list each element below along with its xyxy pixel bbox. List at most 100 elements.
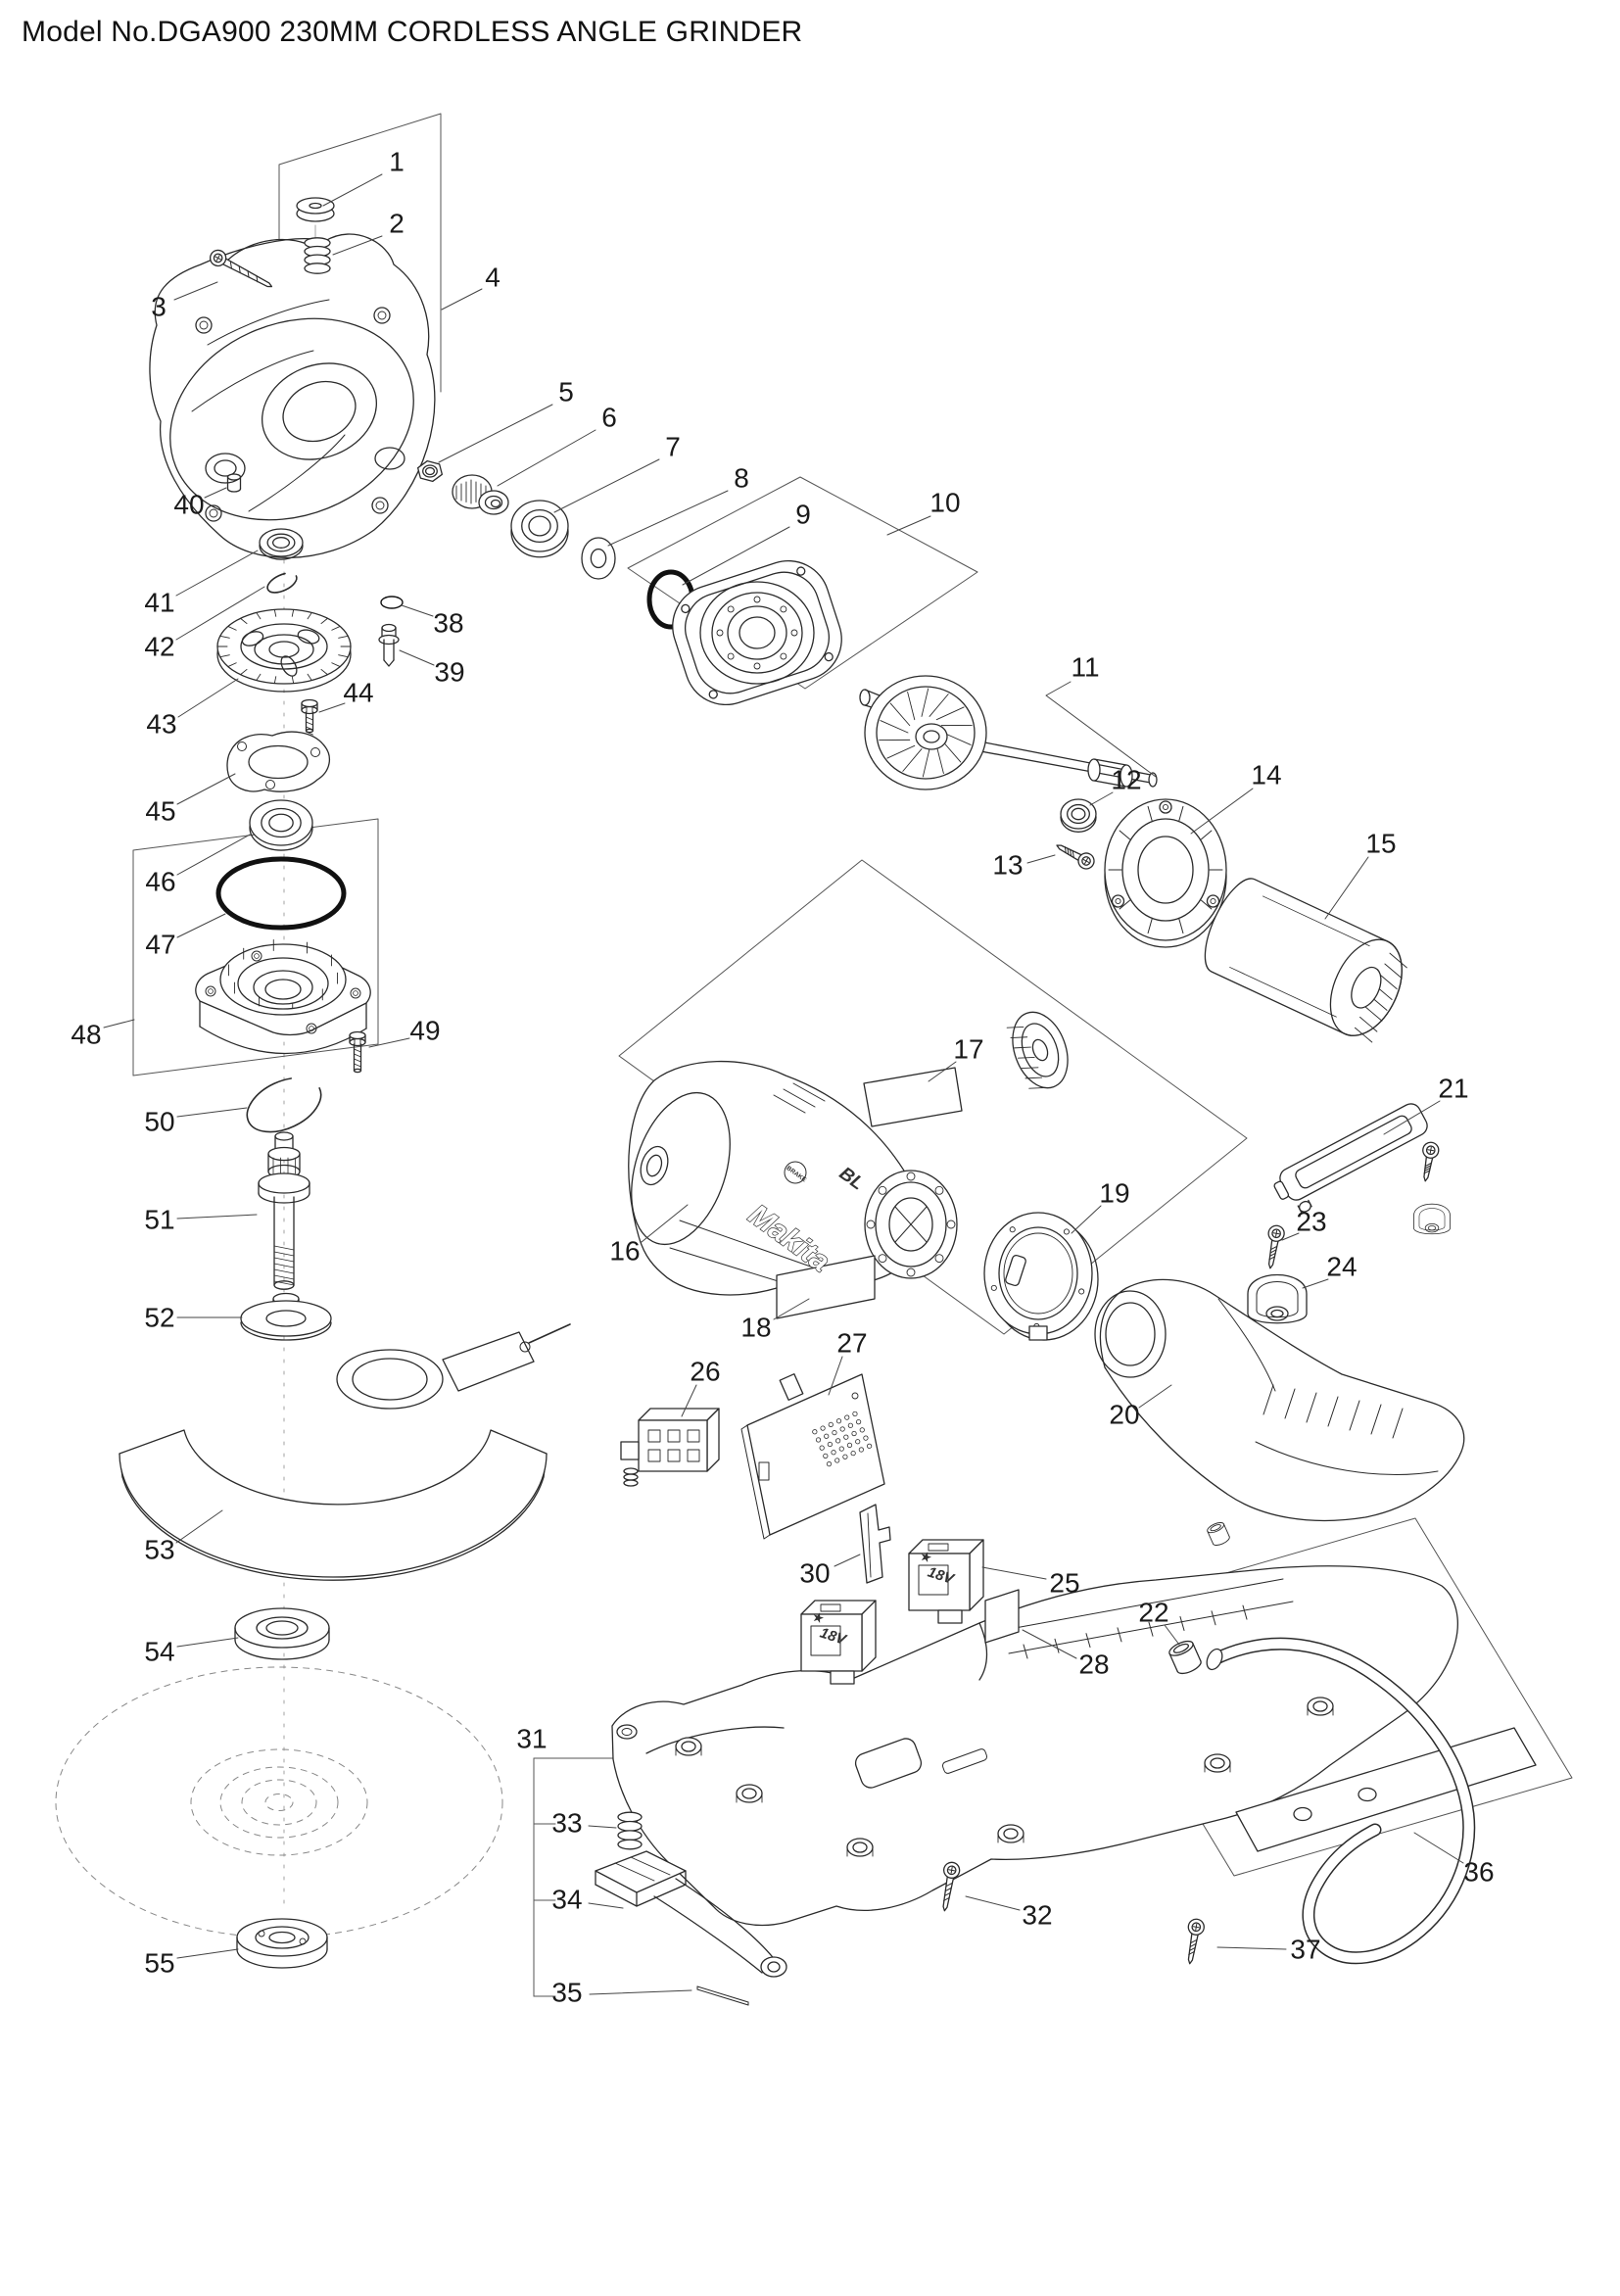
part-label-7: 7	[665, 431, 681, 461]
part-leader-50	[177, 1108, 247, 1117]
part-leader-25	[982, 1567, 1046, 1579]
part-label-13: 13	[992, 849, 1023, 880]
part-label-14: 14	[1251, 759, 1281, 789]
part-8-washer	[582, 538, 615, 579]
part-leader-49	[369, 1038, 409, 1047]
part-10-bearing-box	[662, 550, 852, 716]
part-leader-24	[1303, 1279, 1328, 1288]
part-leader-12	[1090, 792, 1113, 805]
part-7-bearing	[511, 501, 568, 557]
part-42-ring	[264, 569, 300, 597]
part-label-18: 18	[740, 1312, 771, 1342]
part-label-26: 26	[690, 1356, 720, 1386]
part-19-ring	[984, 1213, 1098, 1340]
part-label-12: 12	[1111, 764, 1141, 794]
part-label-35: 35	[551, 1977, 582, 2007]
part-2-spring	[305, 238, 330, 273]
strip-clip	[1413, 1204, 1450, 1234]
part-label-11: 11	[1071, 651, 1099, 682]
part-label-21: 21	[1438, 1073, 1468, 1103]
part-leader-35	[590, 1990, 691, 1994]
handle-end-cap	[1206, 1520, 1230, 1547]
part-label-33: 33	[551, 1807, 582, 1838]
part-label-52: 52	[144, 1302, 174, 1332]
part-21-slide-plate	[1269, 1100, 1437, 1219]
part-label-19: 19	[1099, 1177, 1129, 1208]
part-label-48: 48	[71, 1019, 101, 1049]
part-label-9: 9	[795, 499, 811, 529]
part-leader-34	[589, 1903, 623, 1908]
part-label-3: 3	[151, 291, 167, 321]
part-label-39: 39	[434, 656, 464, 687]
part-35-pin	[697, 1986, 748, 2005]
grinding-wheel-ghost	[56, 1667, 502, 1937]
part-label-28: 28	[1078, 1649, 1109, 1679]
part-leader-48	[104, 1020, 134, 1028]
part-label-30: 30	[799, 1557, 830, 1588]
part-23-screw	[1263, 1224, 1285, 1269]
part-label-34: 34	[551, 1884, 582, 1914]
part-leader-15	[1325, 857, 1368, 919]
part-46-bearing	[250, 800, 312, 850]
part-label-46: 46	[145, 866, 175, 896]
part-leader-7	[554, 459, 659, 512]
part-leader-37	[1217, 1947, 1286, 1949]
part-1-cap	[297, 198, 334, 221]
part-13-screw	[1053, 838, 1097, 872]
part-33-spring	[618, 1812, 642, 1849]
part-label-45: 45	[145, 795, 175, 826]
part-label-31: 31	[516, 1723, 547, 1753]
part-label-6: 6	[601, 402, 617, 432]
part-leader-13	[1027, 855, 1055, 863]
part-label-55: 55	[144, 1947, 174, 1978]
strip-screw	[1417, 1141, 1440, 1182]
part-leader-4	[442, 289, 482, 310]
part-label-50: 50	[144, 1106, 174, 1136]
part-45-plate	[227, 732, 329, 791]
part-label-37: 37	[1290, 1934, 1320, 1964]
part-label-22: 22	[1138, 1597, 1168, 1627]
part-label-8: 8	[734, 462, 749, 493]
part-label-43: 43	[146, 708, 176, 739]
part-label-4: 4	[485, 262, 500, 292]
part-leader-11	[1046, 682, 1156, 777]
part-label-1: 1	[389, 146, 405, 176]
part-26-switch	[621, 1409, 719, 1486]
part-leader-1	[323, 174, 382, 206]
part-37-screw	[1182, 1918, 1206, 1965]
part-leader-44	[319, 703, 345, 712]
part-24-grommet	[1248, 1275, 1307, 1323]
part-48-bearing-housing	[196, 939, 370, 1053]
part-52-flange	[241, 1294, 331, 1341]
part-label-54: 54	[144, 1636, 174, 1666]
part-leader-55	[177, 1949, 238, 1958]
part-label-47: 47	[145, 929, 175, 959]
part-39-pin	[379, 625, 399, 667]
part-leader-10	[887, 516, 930, 535]
part-leader-30	[834, 1555, 860, 1566]
part-label-53: 53	[144, 1534, 174, 1564]
part-55-lock-nut	[237, 1919, 327, 1968]
part-47-o-ring	[218, 859, 344, 928]
part-51-spindle	[259, 1132, 310, 1289]
part-leader-32	[966, 1896, 1020, 1910]
part-54-flange	[235, 1608, 329, 1659]
part-label-49: 49	[409, 1015, 440, 1045]
part-leader-47	[177, 914, 225, 937]
part-leader-33	[589, 1826, 616, 1828]
part-6-gear	[453, 475, 508, 514]
part-label-51: 51	[144, 1204, 174, 1234]
part-label-36: 36	[1463, 1856, 1494, 1887]
part-label-38: 38	[433, 607, 463, 638]
part-leader-8	[608, 491, 728, 546]
part-label-16: 16	[609, 1235, 640, 1266]
part-label-23: 23	[1296, 1206, 1326, 1236]
part-label-2: 2	[389, 208, 405, 238]
part-label-17: 17	[953, 1033, 983, 1064]
part-label-32: 32	[1022, 1899, 1052, 1930]
part-30-lock-plate	[860, 1505, 890, 1583]
part-label-44: 44	[343, 677, 373, 707]
part-17-sticker	[864, 1068, 962, 1126]
